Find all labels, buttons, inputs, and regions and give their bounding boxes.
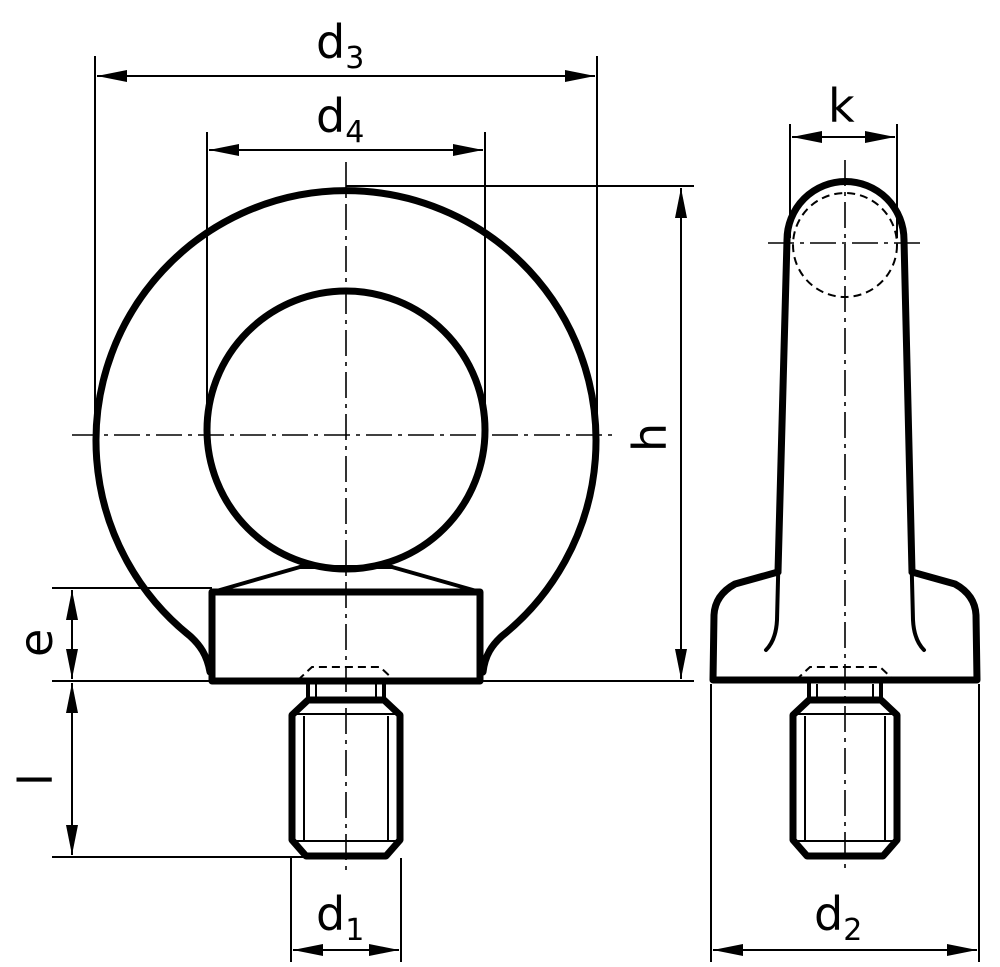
label-k: k	[828, 79, 855, 133]
outer-ring	[92, 187, 600, 676]
side-thread	[789, 696, 901, 860]
side-hidden-section	[792, 192, 898, 298]
side-view	[709, 160, 981, 870]
label-d1: d1	[316, 887, 364, 948]
side-fillet-left	[764, 338, 786, 652]
label-h: h	[623, 423, 677, 452]
front-hidden-chamfer	[297, 666, 395, 681]
label-d3: d3	[316, 15, 364, 76]
front-thread	[288, 696, 404, 860]
extension-lines	[52, 56, 980, 962]
dimension-labels: d3 d4 k h e l d1 d2	[9, 15, 862, 948]
label-d2: d2	[814, 887, 862, 948]
front-view	[72, 162, 618, 870]
side-stem	[774, 178, 916, 576]
side-fillet-right	[904, 338, 926, 652]
label-e: e	[9, 629, 63, 657]
label-d4: d4	[316, 89, 364, 150]
label-l: l	[9, 773, 63, 786]
dimension-lines	[66, 70, 977, 956]
side-base	[709, 568, 981, 684]
side-hidden-chamfer	[795, 666, 895, 681]
collar-block	[208, 588, 484, 685]
